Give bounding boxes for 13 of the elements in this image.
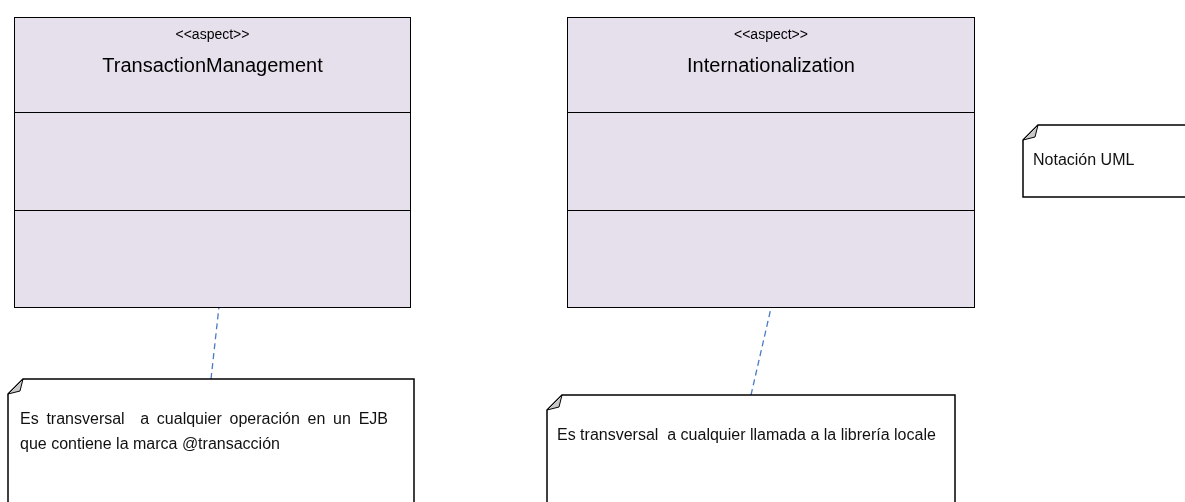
dashed-connector: [210, 307, 220, 380]
note-text: Es transversal a cualquier llamada a la librería locale: [557, 425, 937, 445]
class-box: [567, 17, 975, 308]
class-name: Internationalization: [686, 54, 856, 77]
note-text: Notación UML: [1033, 150, 1136, 170]
class-box: [14, 17, 411, 308]
stereotype-label: <<aspect>>: [733, 26, 809, 42]
note-shape: [547, 395, 955, 502]
note-shape: [1023, 125, 1185, 197]
class-name: TransactionManagement: [101, 54, 324, 77]
stereotype-label: <<aspect>>: [174, 26, 251, 42]
note-text: Es transversal a cualquier operación en un EJB que contiene la marca @transacción: [20, 409, 388, 454]
note-shape: [8, 379, 414, 502]
